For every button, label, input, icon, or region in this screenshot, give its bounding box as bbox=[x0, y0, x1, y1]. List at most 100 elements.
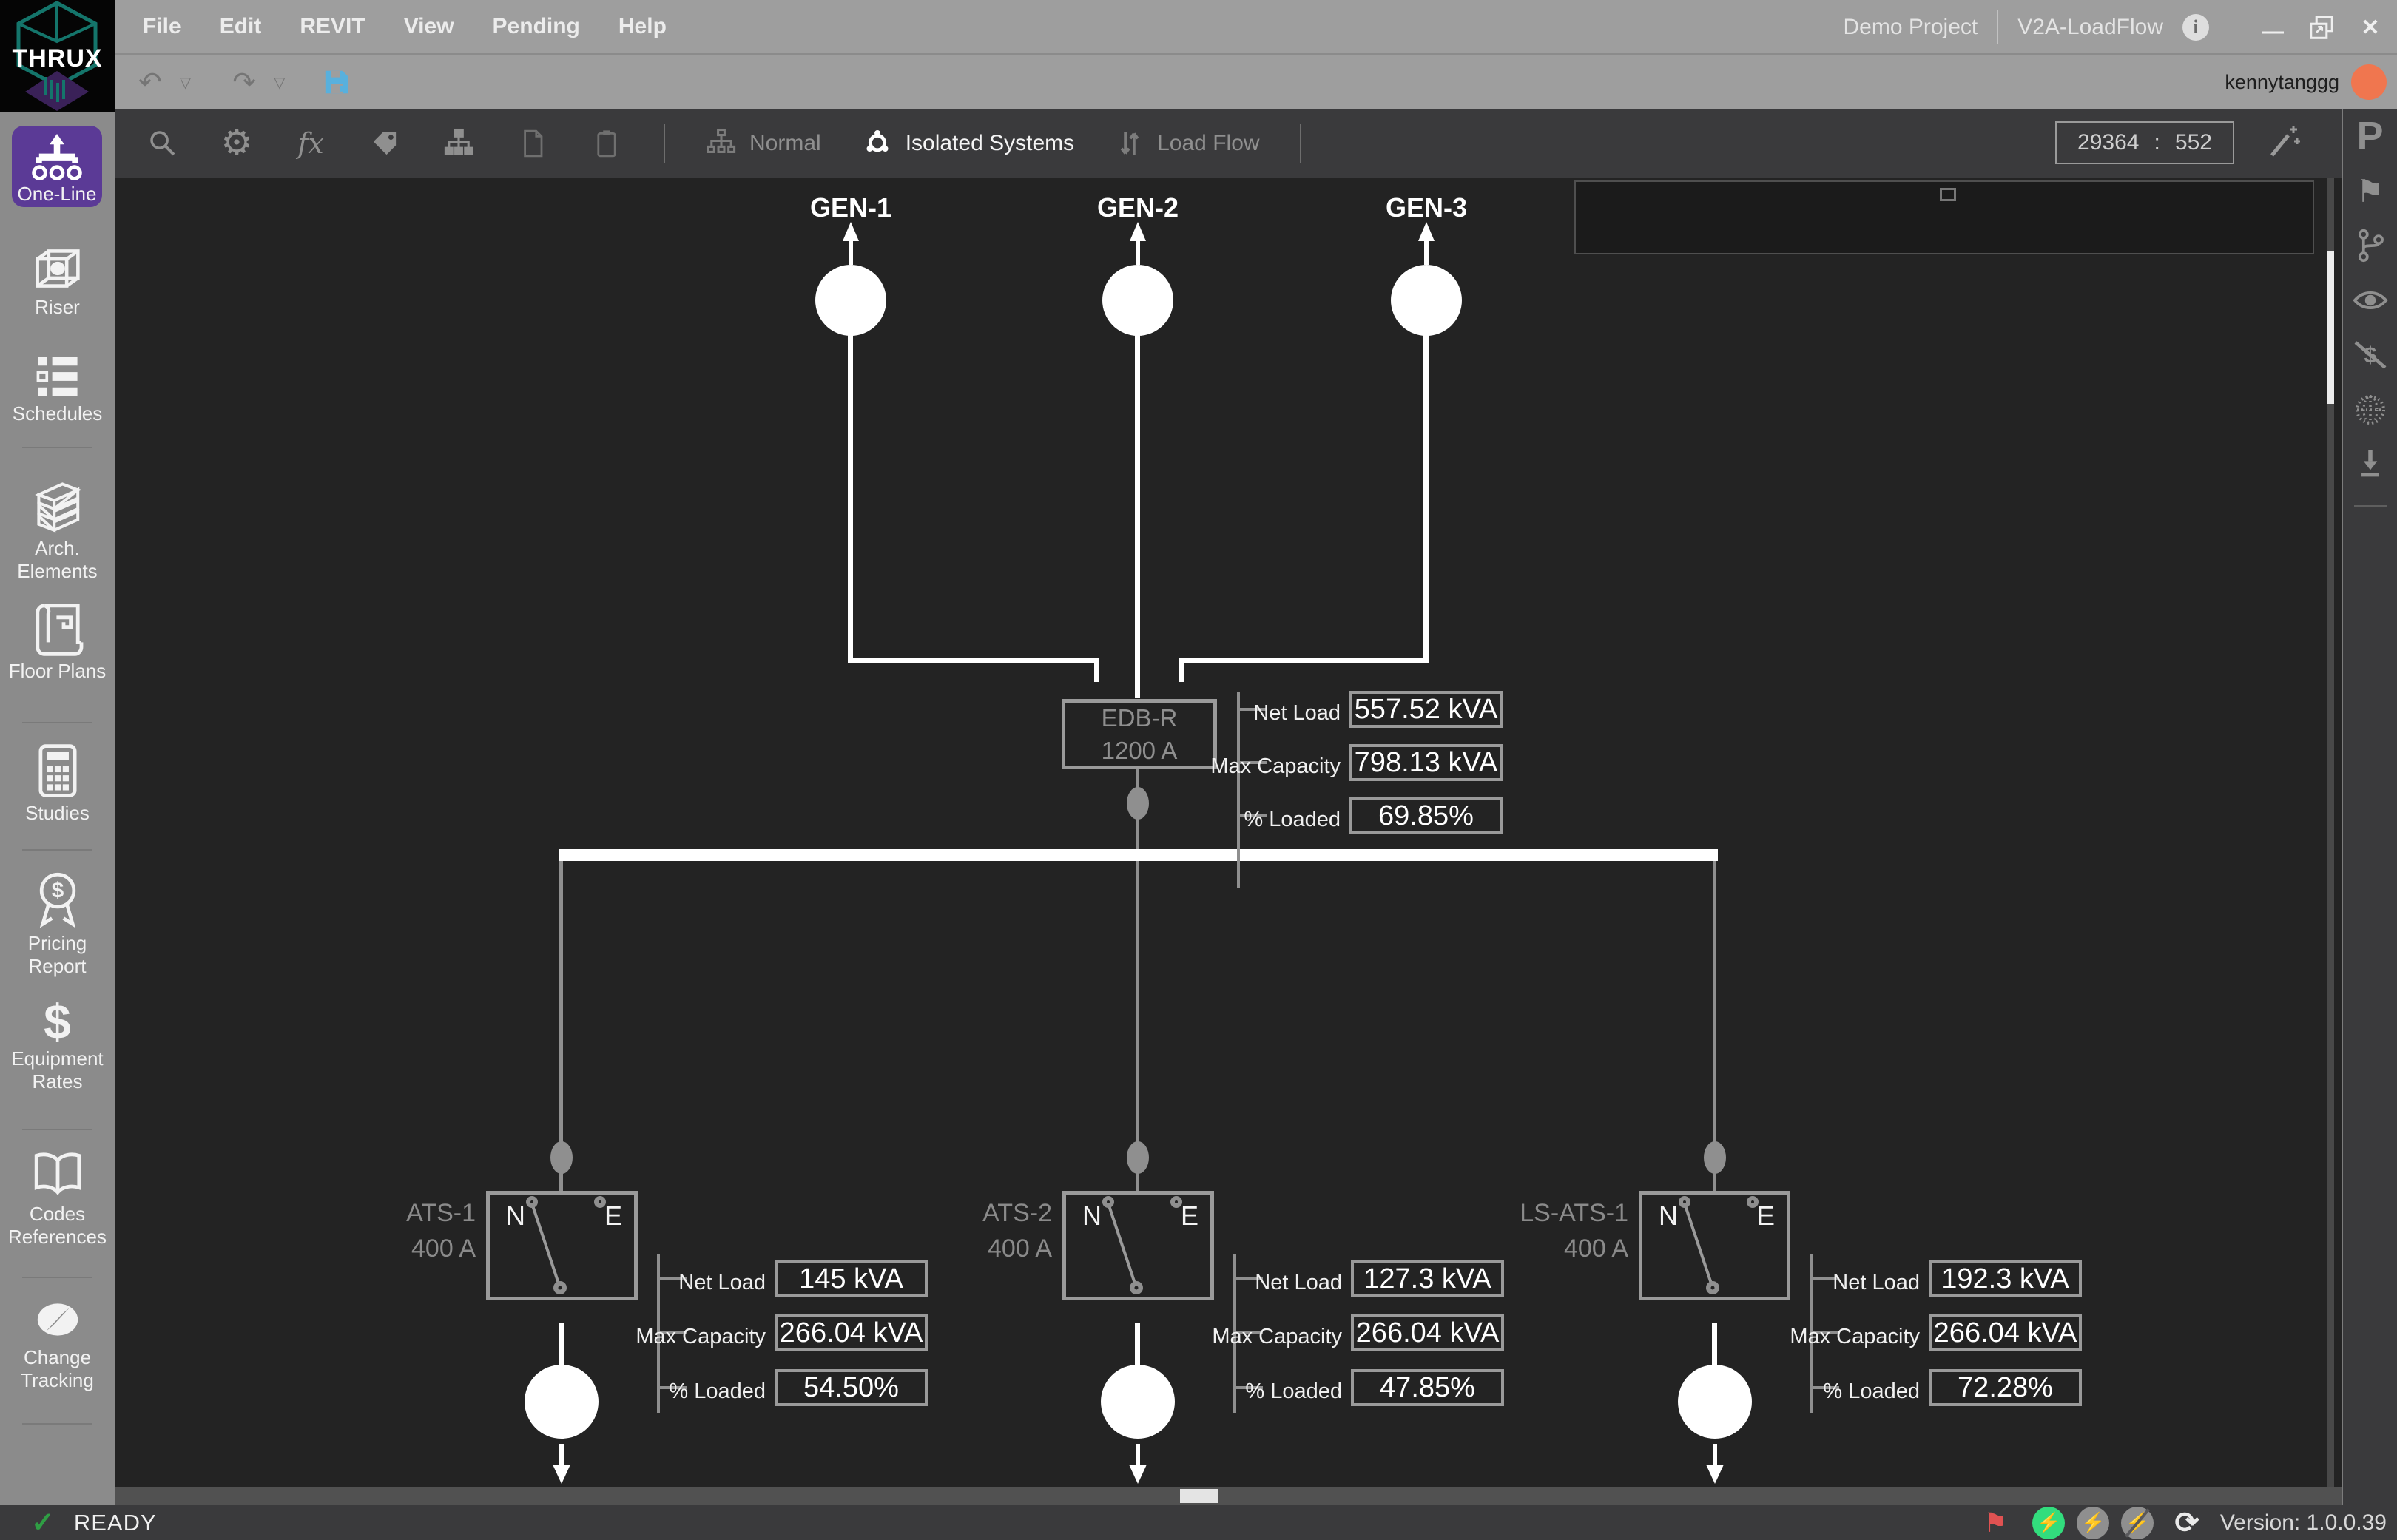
status-flag-icon[interactable]: ⚑ bbox=[1983, 1507, 2008, 1538]
max-capacity-label: Max Capacity bbox=[636, 1325, 766, 1348]
load-arrow-head bbox=[1706, 1465, 1724, 1484]
load-symbol[interactable] bbox=[525, 1365, 599, 1439]
sidebar-item-change-tracking[interactable]: Change Tracking bbox=[0, 1296, 115, 1392]
ats-rating: 400 A bbox=[411, 1235, 476, 1263]
mode-isolated-button[interactable]: Isolated Systems bbox=[861, 127, 1074, 160]
mode-normal-button[interactable]: Normal bbox=[705, 127, 821, 160]
undo-icon[interactable]: ↶ bbox=[138, 67, 162, 98]
undo-dropdown-icon[interactable]: ▽ bbox=[179, 74, 192, 91]
mode-loadflow-button[interactable]: Load Flow bbox=[1114, 127, 1260, 160]
ats-switch-symbol[interactable]: N E bbox=[1062, 1191, 1214, 1300]
sidebar-item-equipment-rates[interactable]: $ Equipment Rates bbox=[0, 997, 115, 1093]
save-icon[interactable] bbox=[322, 67, 351, 97]
vertical-scrollbar-thumb[interactable] bbox=[2327, 251, 2334, 404]
magic-wand-icon[interactable] bbox=[2266, 124, 2303, 161]
tag-icon[interactable] bbox=[368, 126, 402, 161]
menu-help[interactable]: Help bbox=[618, 14, 667, 38]
ats-info-tick bbox=[1810, 1277, 1839, 1280]
close-button[interactable]: ✕ bbox=[2361, 15, 2380, 40]
properties-p-icon[interactable]: P bbox=[2356, 114, 2384, 158]
emergency-terminal-label: E bbox=[1180, 1200, 1198, 1231]
mode-loadflow-label: Load Flow bbox=[1157, 130, 1260, 155]
window-title-area: Demo Project V2A-LoadFlow i — ✕ bbox=[1843, 0, 2385, 55]
sidebar-item-label: Arch. bbox=[35, 537, 80, 559]
sidebar-item-schedules[interactable]: Schedules bbox=[0, 354, 115, 425]
sidebar-item-arch-elements[interactable]: Arch. Elements bbox=[0, 472, 115, 583]
mode-isolated-label: Isolated Systems bbox=[905, 130, 1075, 155]
minimize-button[interactable]: — bbox=[2262, 19, 2284, 44]
ats-switch-symbol[interactable]: N E bbox=[1639, 1191, 1790, 1300]
menu-revit[interactable]: REVIT bbox=[300, 14, 365, 38]
visibility-eye-icon[interactable] bbox=[2352, 282, 2389, 319]
one-line-diagram-canvas[interactable]: GEN-1 GEN-2 GEN-3 EDB-R 1200 A bbox=[115, 178, 2342, 1487]
power-status-off-icon[interactable]: ⚡ bbox=[2121, 1506, 2154, 1539]
ats-name: ATS-2 bbox=[982, 1199, 1052, 1227]
generator-symbol[interactable] bbox=[815, 265, 886, 336]
thrux-logo[interactable]: THRUX bbox=[0, 0, 115, 112]
generator-symbol[interactable] bbox=[1102, 265, 1173, 336]
sidebar-item-pricing-report[interactable]: $ Pricing Report bbox=[0, 868, 115, 978]
sidebar-item-codes-references[interactable]: Codes References bbox=[0, 1149, 115, 1249]
horizontal-scrollbar[interactable] bbox=[115, 1487, 2342, 1505]
pct-loaded-label: % Loaded bbox=[669, 1379, 766, 1403]
gen-arrow-shaft bbox=[1424, 241, 1429, 265]
horizontal-scrollbar-thumb[interactable] bbox=[1180, 1489, 1218, 1503]
menu-view[interactable]: View bbox=[403, 14, 454, 38]
pct-loaded-label: % Loaded bbox=[1823, 1379, 1920, 1403]
thrux-logo-icon bbox=[16, 1, 98, 111]
search-icon[interactable] bbox=[146, 126, 180, 161]
power-status-on-icon[interactable]: ⚡ bbox=[2032, 1506, 2066, 1539]
settings-gear-icon[interactable]: ⚙ bbox=[220, 123, 253, 163]
coordinate-input[interactable]: 29364 : 552 bbox=[2055, 121, 2234, 164]
vertical-scrollbar[interactable] bbox=[2327, 178, 2334, 1487]
redo-icon[interactable]: ↷ bbox=[232, 67, 257, 98]
menu-bar: File Edit REVIT View Pending Help bbox=[115, 0, 2397, 55]
paste-icon[interactable] bbox=[590, 126, 624, 161]
ats-name-label: ATS-1 400 A bbox=[313, 1195, 476, 1266]
sidebar-divider bbox=[22, 1129, 92, 1130]
mode-normal-label: Normal bbox=[749, 130, 821, 155]
generator-symbol[interactable] bbox=[1391, 265, 1462, 336]
load-symbol[interactable] bbox=[1101, 1365, 1175, 1439]
flag-icon[interactable]: ⚑ bbox=[2356, 173, 2384, 209]
ats-rating: 400 A bbox=[1564, 1235, 1628, 1263]
generator-label: GEN-3 bbox=[1385, 192, 1468, 223]
info-icon[interactable]: i bbox=[2182, 14, 2209, 41]
sidebar-item-floor-plans[interactable]: Floor Plans bbox=[0, 601, 115, 683]
ats-name: ATS-1 bbox=[406, 1199, 476, 1227]
grid-globe-icon[interactable] bbox=[2352, 391, 2389, 428]
sidebar-item-studies[interactable]: Studies bbox=[0, 743, 115, 825]
restore-button[interactable] bbox=[2307, 10, 2336, 44]
menu-edit[interactable]: Edit bbox=[219, 14, 262, 38]
brand-name: THRUX bbox=[12, 44, 103, 72]
sidebar-item-one-line[interactable]: One-Line bbox=[12, 126, 102, 207]
emergency-terminal-label: E bbox=[1756, 1200, 1775, 1231]
net-load-label: Net Load bbox=[1255, 1271, 1342, 1294]
ats-max-capacity-value: 266.04 kVA bbox=[1351, 1314, 1504, 1351]
panel-collapse-button[interactable] bbox=[1940, 188, 1956, 201]
hierarchy-icon[interactable] bbox=[442, 126, 476, 161]
username[interactable]: kennytanggg bbox=[2225, 70, 2339, 93]
ats-info-tick bbox=[657, 1386, 687, 1389]
menu-file[interactable]: File bbox=[143, 14, 181, 38]
right-tool-strip: P ⚑ $ bbox=[2342, 109, 2397, 1505]
arch-elements-icon bbox=[34, 482, 81, 533]
download-icon[interactable] bbox=[2352, 446, 2389, 483]
formula-fx-icon[interactable]: fx bbox=[297, 126, 324, 160]
no-cost-icon[interactable]: $ bbox=[2352, 337, 2389, 374]
power-status-neutral-icon[interactable]: ⚡ bbox=[2077, 1506, 2110, 1539]
menu-pending[interactable]: Pending bbox=[492, 14, 580, 38]
ats-name-label: LS-ATS-1 400 A bbox=[1466, 1195, 1628, 1266]
ats-info-tick bbox=[657, 1277, 687, 1280]
copy-page-icon[interactable] bbox=[516, 126, 550, 161]
ats-switch-symbol[interactable]: N E bbox=[486, 1191, 638, 1300]
sidebar-item-riser[interactable]: Riser bbox=[0, 244, 115, 319]
sync-icon[interactable]: ⟳ bbox=[2174, 1506, 2199, 1539]
redo-dropdown-icon[interactable]: ▽ bbox=[274, 74, 286, 91]
overview-panel[interactable] bbox=[1574, 180, 2314, 254]
avatar[interactable] bbox=[2351, 64, 2387, 100]
load-symbol[interactable] bbox=[1678, 1365, 1752, 1439]
edb-r-bus[interactable]: EDB-R 1200 A bbox=[1062, 699, 1217, 769]
branch-icon[interactable] bbox=[2352, 227, 2389, 264]
ats-switch-graphic bbox=[1102, 1196, 1182, 1294]
